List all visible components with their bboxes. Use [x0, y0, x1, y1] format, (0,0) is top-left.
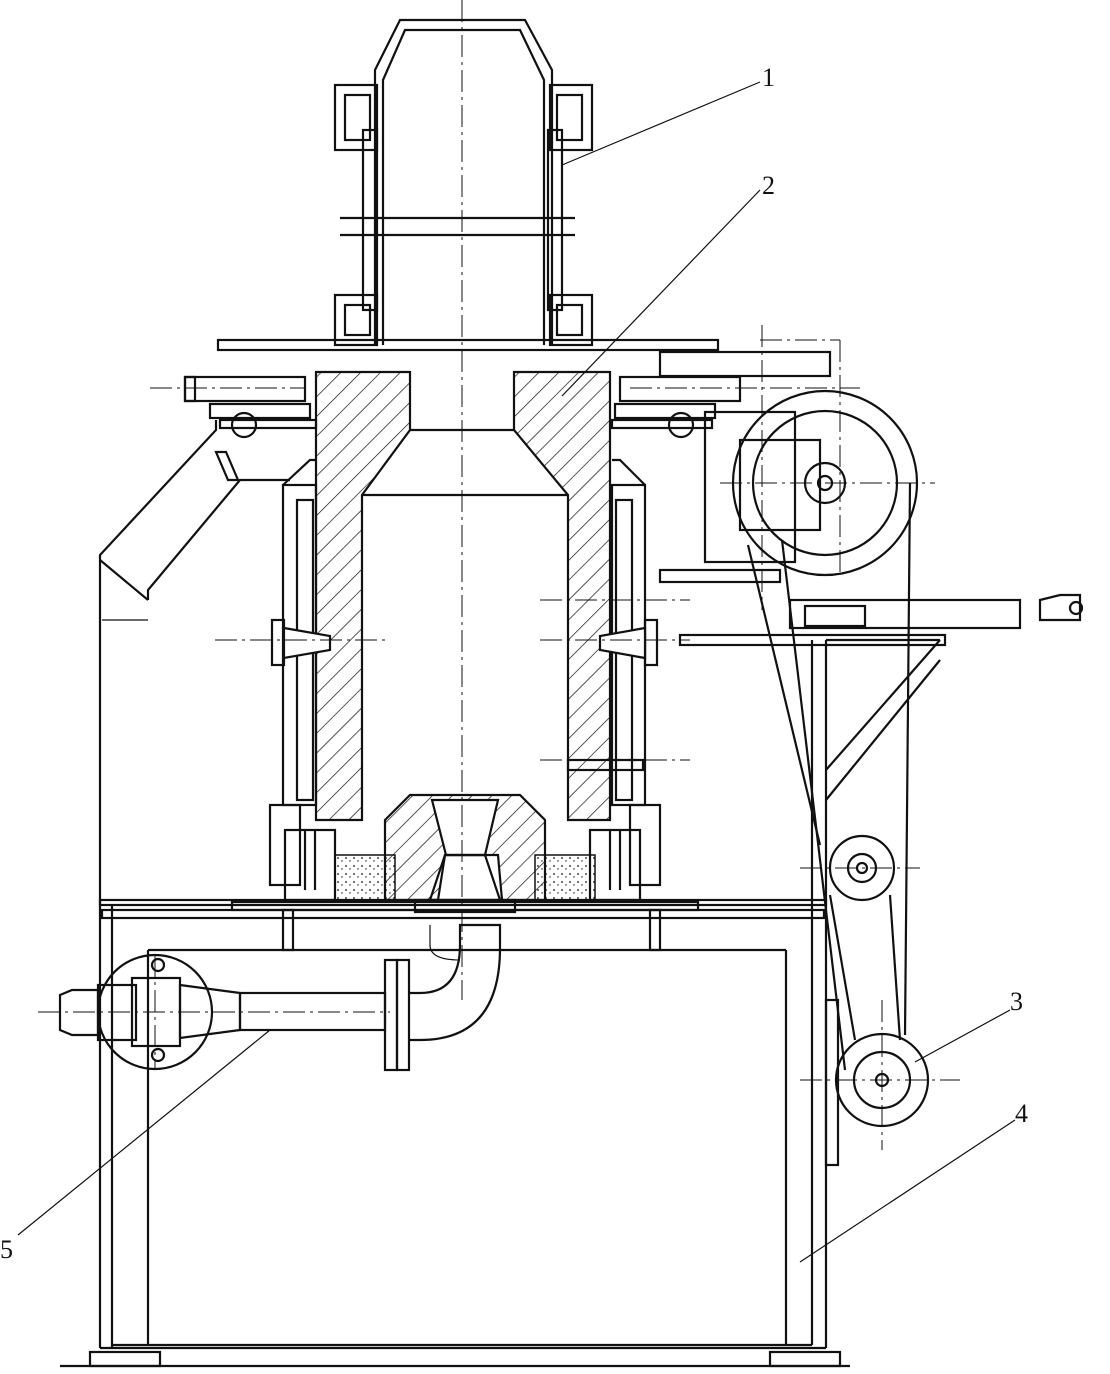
callout-2: 2: [762, 171, 775, 200]
callout-5: 5: [0, 1235, 13, 1264]
callout-1: 1: [762, 63, 775, 92]
crucible-body: [183, 370, 742, 914]
callout-3: 3: [1010, 987, 1023, 1016]
left-frame-duct: [98, 420, 290, 621]
centre-lines: [38, 0, 960, 1150]
drive-mechanism: [658, 350, 1084, 1167]
leader-lines: [17, 81, 1016, 1263]
exhaust-chimney: [216, 18, 720, 352]
lower-pipe-assembly: [58, 923, 502, 1072]
base-frame: [60, 560, 850, 1368]
callout-4: 4: [1015, 1099, 1028, 1128]
callout-labels: 1 2 3 4 5: [0, 63, 1028, 1264]
